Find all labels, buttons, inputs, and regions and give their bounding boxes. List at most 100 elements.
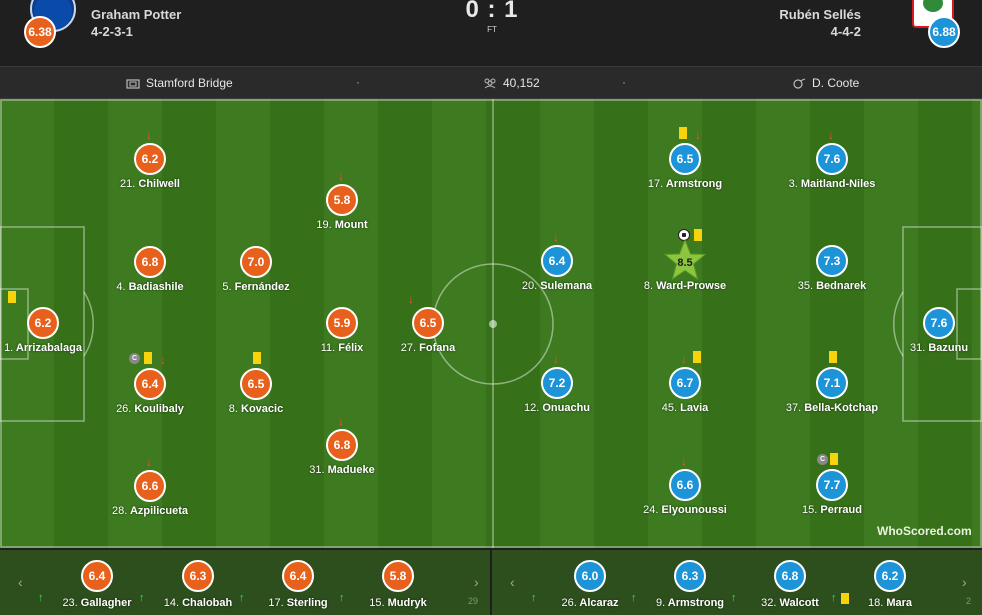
sub-sterling[interactable]: ↑ 6.4 17. Sterling [239,560,343,609]
player-armstrong[interactable]: ↓ 6.5 17. Armstrong [625,127,745,190]
sub-armstrong[interactable]: ↑ 6.3 9. Armstrong [631,560,735,609]
chevron-left-icon[interactable]: ‹ [510,574,515,590]
sub-on-icon: ↑ [631,592,637,604]
separator: · [356,75,360,89]
home-manager: Graham Potter [91,7,182,22]
sub-gallagher[interactable]: ↑ 6.4 23. Gallagher [38,560,142,609]
sub-on-icon: ↑ [831,592,837,604]
player-koulibaly[interactable]: C ↓ 6.4 26. Koulibaly [90,352,210,415]
match-info-bar: Stamford Bridge · 40,152 · D. Coote [0,66,982,99]
sub-alcaraz[interactable]: ↑ 6.0 26. Alcaraz [531,560,635,609]
player-name: 21. Chilwell [120,178,180,190]
player-ward-prowse[interactable]: 8.5 8. Ward-Prowse [625,229,745,292]
player-name: 1. Arrizabalaga [4,342,82,354]
player-rating: 7.6 [923,307,955,339]
player-rating: 6.0 [574,560,606,592]
sub-off-icon: ↓ [695,128,701,142]
whoscored-watermark: WhoScored.com [877,524,972,538]
home-team-name[interactable] [90,0,170,4]
captain-icon: C [817,454,828,465]
player-rating: 6.2 [134,143,166,175]
next-sub-number: 29 [468,596,479,606]
chevron-left-icon[interactable]: ‹ [18,574,23,590]
sub-off-icon: ↓ [828,128,834,142]
player-name: 23. Gallagher [62,597,132,609]
player-name: 35. Bednarek [797,280,867,292]
substitutes-bar: ‹ ↑ 6.4 23. Gallagher ↑ 6.3 14. Chalobah… [0,548,982,615]
player-bednarek[interactable]: 7.3 35. Bednarek [772,245,892,292]
player-rating: 6.5 [412,307,444,339]
sub-off-icon: ↓ [553,230,559,244]
sub-on-icon: ↑ [531,592,537,604]
sub-walcott[interactable]: ↑ 6.8 32. Walcott [731,560,835,609]
player-arrizabalaga[interactable]: 6.2 1. Arrizabalaga [0,291,103,354]
sub-on-icon: ↑ [239,592,245,604]
player-name: 24. Elyounoussi [643,504,727,516]
home-team-rating: 6.38 [24,16,56,48]
player-rating: 6.2 [27,307,59,339]
player-bella-kotchap[interactable]: 7.1 37. Bella-Kotchap [772,351,892,414]
sub-on-icon: ↑ [139,592,145,604]
player-fofana[interactable]: ↓ 6.5 27. Fofana [368,292,488,354]
player-rating: 6.8 [326,429,358,461]
player-name: 19. Mount [316,219,368,231]
yellow-card-icon [144,352,152,364]
stadium-icon [126,79,140,89]
sub-mudryk[interactable]: ↑ 5.8 15. Mudryk [339,560,443,609]
player-name: 12. Onuachu [523,402,591,414]
sub-off-icon: ↓ [160,353,166,367]
player-name: 15. Mudryk [369,597,427,609]
player-name: 28. Azpilicueta [111,505,189,517]
away-team-name[interactable] [760,0,860,4]
player-kovacic[interactable]: 6.5 8. Kovacic [196,352,316,415]
yellow-card-icon [694,229,702,241]
player-elyounoussi[interactable]: ↓ 6.6 24. Elyounoussi [625,454,745,516]
player-lavia[interactable]: ↓ 6.7 45. Lavia [625,351,745,414]
player-perraud[interactable]: C 7.7 15. Perraud [772,453,892,516]
chevron-right-icon[interactable]: › [474,574,479,590]
sub-chalobah[interactable]: ↑ 6.3 14. Chalobah [139,560,243,609]
next-sub-number: 2 [966,596,972,606]
player-badiashile[interactable]: 6.8 4. Badiashile [90,246,210,293]
player-chilwell[interactable]: ↓ 6.2 21. Chilwell [90,128,210,190]
player-name: 26. Koulibaly [116,403,184,415]
player-name: 17. Armstrong [647,178,723,190]
attendance-value: 40,152 [503,76,540,90]
yellow-card-icon [829,351,837,363]
player-rating: 7.6 [816,143,848,175]
player-mount[interactable]: ↓ 5.8 19. Mount [282,169,402,231]
player-felix[interactable]: 5.9 11. Félix [282,307,402,354]
chevron-right-icon[interactable]: › [962,574,967,590]
sub-on-icon: ↑ [339,592,345,604]
player-azpilicueta[interactable]: ↓ 6.6 28. Azpilicueta [90,455,210,517]
player-name: 3. Maitland-Niles [788,178,876,190]
player-madueke[interactable]: ↓ 6.8 31. Madueke [282,414,402,476]
player-name: 20. Sulemana [521,280,593,292]
yellow-card-icon [693,351,701,363]
player-name: 31. Madueke [309,464,375,476]
player-rating: 7.7 [816,469,848,501]
man-of-match-star-icon: 8.5 [663,239,707,281]
home-formation: 4-2-3-1 [91,24,133,39]
player-name: 17. Sterling [268,597,328,609]
sub-off-icon: ↓ [408,292,414,306]
away-team-rating: 6.88 [928,16,960,48]
yellow-card-icon [841,593,849,604]
player-fernandez[interactable]: 7.0 5. Fernández [196,246,316,293]
player-name: 8. Ward-Prowse [643,280,727,292]
sub-off-icon: ↓ [146,455,152,469]
people-icon [484,78,496,89]
player-maitland-niles[interactable]: ↓ 7.6 3. Maitland-Niles [772,128,892,190]
sub-mara[interactable]: ↑ 6.2 18. Mara [831,560,935,609]
player-rating: 6.4 [134,368,166,400]
player-rating: 6.3 [182,560,214,592]
away-formation: 4-4-2 [830,24,861,39]
yellow-card-icon [8,291,16,303]
player-name: 27. Fofana [400,342,456,354]
separator: · [622,75,626,89]
player-name: 26. Alcaraz [561,597,619,609]
player-name: 45. Lavia [661,402,709,414]
player-onuachu[interactable]: ↓ 7.2 12. Onuachu [497,352,617,414]
player-bazunu[interactable]: 7.6 31. Bazunu [879,307,982,354]
player-sulemana[interactable]: ↓ 6.4 20. Sulemana [497,230,617,292]
